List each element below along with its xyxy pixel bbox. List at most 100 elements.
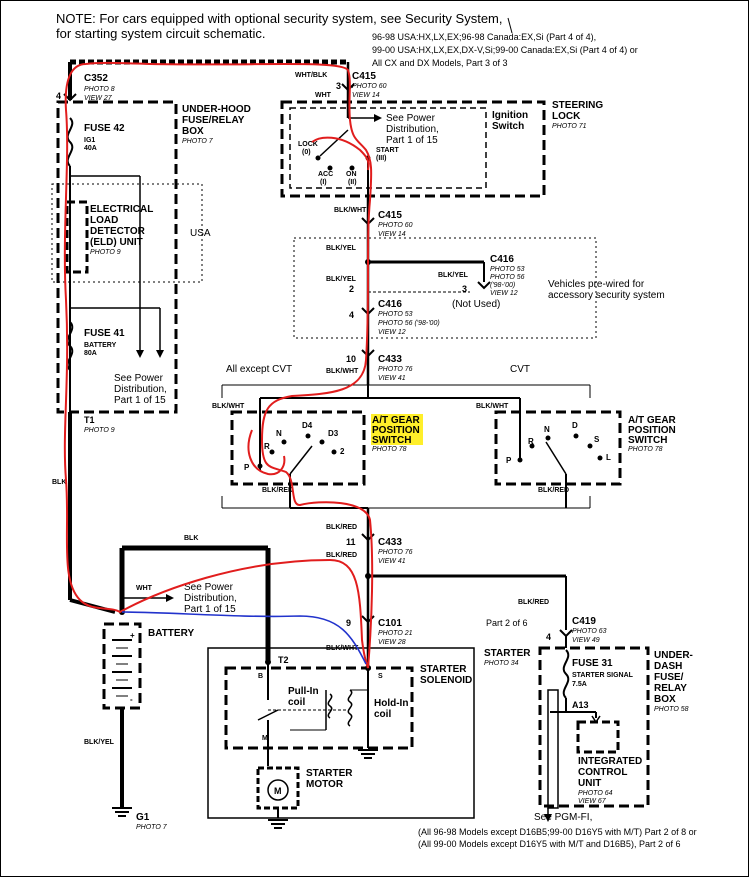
svg-text:10: 10 [346,354,356,364]
ground-icon [268,819,288,829]
svg-text:FUSE 31: FUSE 31 [572,658,613,669]
svg-text:Distribution,: Distribution, [386,124,439,135]
svg-text:(III): (III) [376,155,387,162]
svg-text:3: 3 [336,81,341,91]
svg-text:PHOTO 53: PHOTO 53 [490,266,525,273]
svg-text:R: R [528,437,534,446]
svg-text:Part 1 of 15: Part 1 of 15 [114,395,166,406]
svg-text:PHOTO 9: PHOTO 9 [90,249,121,256]
svg-text:C419: C419 [572,616,596,627]
svg-text:PHOTO 9: PHOTO 9 [84,427,115,434]
svg-text:BLK/RED: BLK/RED [538,487,569,494]
svg-text:VIEW 28: VIEW 28 [378,639,406,646]
eld-unit-box [65,200,89,274]
svg-text:('98-'00): ('98-'00) [490,282,515,289]
icu-box [576,720,620,754]
svg-text:SWITCH: SWITCH [628,435,667,446]
c415-top-label: C415 [352,71,376,82]
svg-text:MOTOR: MOTOR [306,779,344,790]
svg-text:P: P [244,463,250,472]
svg-text:(ELD) UNIT: (ELD) UNIT [90,237,143,248]
svg-text:Distribution,: Distribution, [114,384,167,395]
usa-option-box [51,183,203,283]
svg-text:See Power: See Power [386,113,436,124]
svg-text:VIEW 49: VIEW 49 [572,637,600,644]
svg-text:PHOTO 76: PHOTO 76 [378,549,413,556]
svg-text:PHOTO 56 ('98-'00): PHOTO 56 ('98-'00) [378,320,440,327]
svg-text:Vehicles pre-wired for: Vehicles pre-wired for [548,279,645,290]
svg-text:T1: T1 [84,415,95,425]
svg-text:(I): (I) [320,179,327,186]
svg-text:B: B [258,673,263,680]
svg-text:C416: C416 [490,254,514,265]
red-trace [63,61,374,669]
svg-text:WHT: WHT [136,585,153,592]
svg-text:ON: ON [346,171,357,178]
gear-switch-highlight [371,414,423,445]
svg-text:Part 1 of 15: Part 1 of 15 [386,135,438,146]
svg-text:(All 99-00 Models except D16Y5: (All 99-00 Models except D16Y5 with M/T … [418,839,680,849]
svg-text:C433: C433 [378,537,402,548]
svg-text:S: S [378,673,383,680]
svg-text:STARTER: STARTER [420,664,467,675]
svg-text:accessory security system: accessory security system [548,290,665,301]
svg-text:START: START [376,147,400,154]
svg-text:80A: 80A [84,350,97,357]
svg-text:BLK: BLK [52,479,66,486]
svg-text:PHOTO 63: PHOTO 63 [572,628,607,635]
svg-text:STARTER SIGNAL: STARTER SIGNAL [572,672,634,679]
svg-text:Switch: Switch [492,121,524,132]
motor-icon [267,779,289,801]
svg-text:PHOTO 76: PHOTO 76 [378,366,413,373]
svg-text:SWITCH: SWITCH [372,435,411,446]
svg-text:T2: T2 [278,655,289,665]
svg-text:C101: C101 [378,618,402,629]
svg-text:RELAY: RELAY [654,683,687,694]
c352-label: C352 [84,73,108,84]
gear-switch-box [230,410,366,486]
svg-text:BLK/RED: BLK/RED [518,599,549,606]
svg-text:WHT/BLK: WHT/BLK [295,72,327,79]
svg-text:P: P [506,456,512,465]
svg-text:LOAD: LOAD [90,215,118,226]
svg-text:3: 3 [462,284,467,294]
svg-text:BOX: BOX [654,694,676,705]
svg-text:ACC: ACC [318,171,333,178]
svg-text:PHOTO 60: PHOTO 60 [378,222,413,229]
svg-text:PHOTO 53: PHOTO 53 [378,311,413,318]
ignition-contact [319,129,349,157]
svg-text:USA: USA [190,228,211,239]
svg-text:BLK/RED: BLK/RED [326,524,357,531]
svg-text:BLK/YEL: BLK/YEL [326,276,357,283]
svg-text:VIEW 14: VIEW 14 [378,231,406,238]
note-line-2: for starting system circuit schematic. [56,26,266,41]
svg-text:PHOTO 78: PHOTO 78 [628,446,663,453]
svg-text:PHOTO 7: PHOTO 7 [182,138,214,145]
svg-text:4: 4 [56,91,61,101]
svg-text:PHOTO 8: PHOTO 8 [84,86,115,93]
fuse-41-label: FUSE 41 [84,328,125,339]
svg-text:DETECTOR: DETECTOR [90,226,146,237]
svg-text:UNDER-: UNDER- [654,650,693,661]
pgm-fi-wire [547,689,559,809]
svg-text:STEERING: STEERING [552,100,603,111]
svg-text:BLK/WHT: BLK/WHT [212,403,245,410]
svg-text:STARTER: STARTER [306,768,353,779]
svg-text:PHOTO 71: PHOTO 71 [552,123,587,130]
fuse-31-icon [562,649,570,699]
hold-in-coil-icon [347,689,353,727]
svg-text:PHOTO 21: PHOTO 21 [378,630,413,637]
svg-text:CONTROL: CONTROL [578,767,627,778]
svg-text:Pull-In: Pull-In [288,686,319,697]
svg-text:(II): (II) [348,179,357,186]
svg-text:S: S [594,435,600,444]
svg-text:POSITION: POSITION [628,425,676,436]
svg-text:+: + [130,631,135,640]
svg-text:(All 96-98 Models except D16B5: (All 96-98 Models except D16B5;99-00 D16… [418,827,697,837]
svg-text:UNDER-HOOD: UNDER-HOOD [182,104,251,115]
svg-text:9: 9 [346,618,351,628]
svg-text:IG1: IG1 [84,137,95,144]
svg-text:CVT: CVT [510,364,530,375]
svg-text:BATTERY: BATTERY [84,342,117,349]
svg-text:PHOTO 56: PHOTO 56 [490,274,525,281]
